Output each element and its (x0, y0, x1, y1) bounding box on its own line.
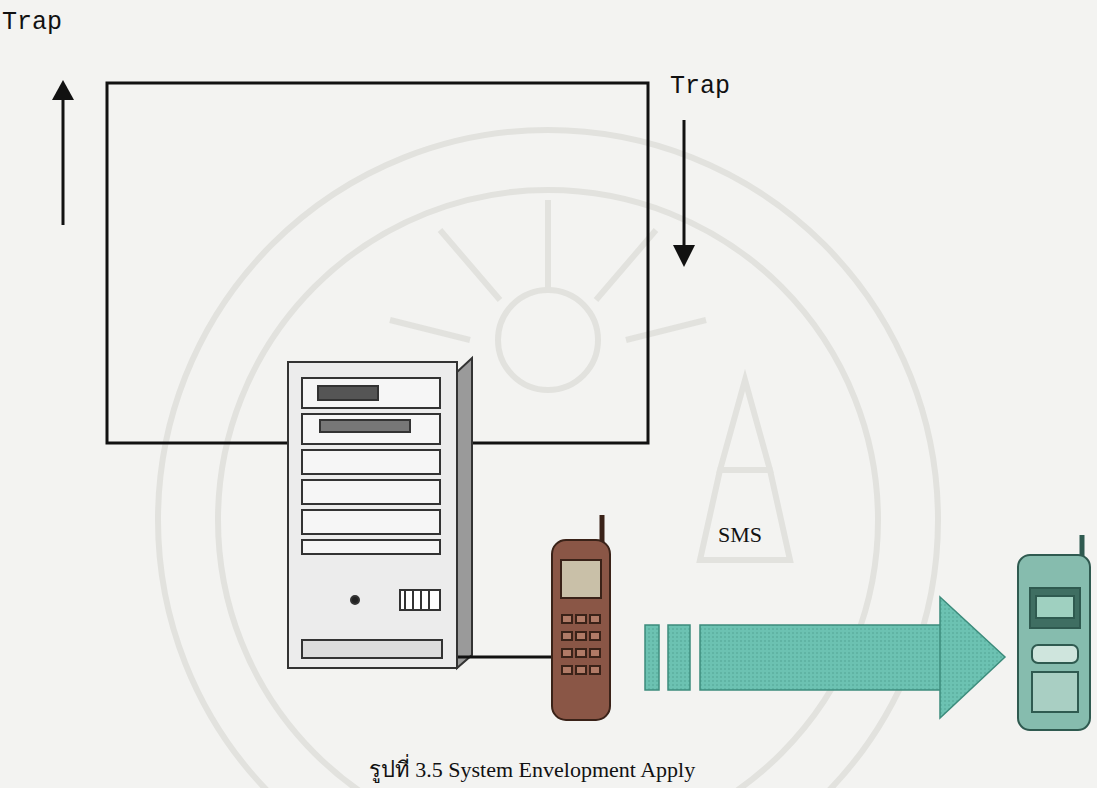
up-arrow (52, 80, 74, 225)
trap-label: Trap (2, 8, 62, 37)
trap-loop (107, 83, 648, 443)
figure-caption: รูปที่ 3.5 System Envelopment Apply (369, 752, 695, 787)
brown-phone (552, 515, 610, 720)
trap-label: Trap (670, 72, 730, 101)
green-phone (1018, 535, 1090, 730)
sms-label: SMS (718, 522, 762, 548)
cable (458, 656, 552, 659)
sms-arrow (645, 597, 1005, 718)
down-arrow (673, 120, 695, 267)
server-tower (288, 358, 472, 668)
